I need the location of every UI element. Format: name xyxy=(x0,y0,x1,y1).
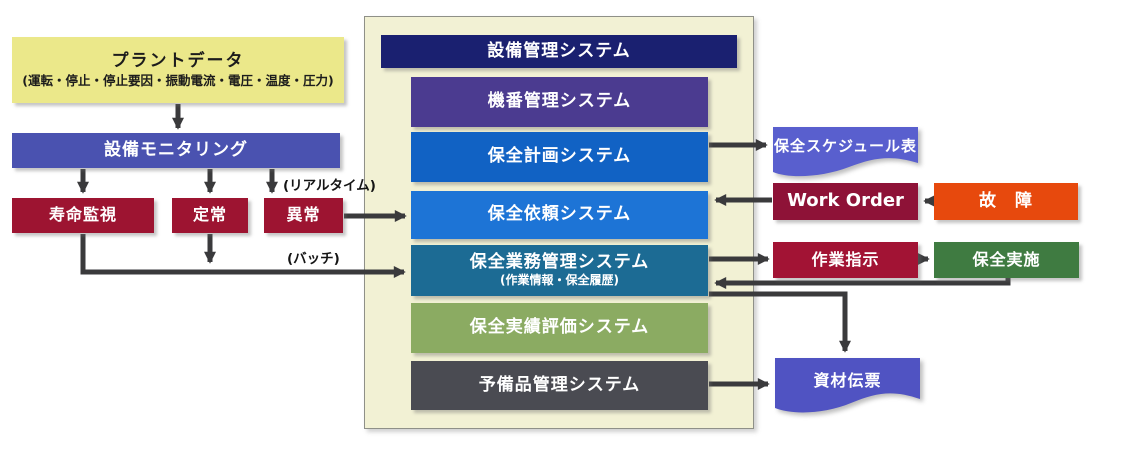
equipment-monitoring-label: 設備モニタリング xyxy=(104,139,248,160)
failure-label: 故 障 xyxy=(979,190,1033,211)
arrow-lifetime-batch-to-workmgmt xyxy=(80,234,406,278)
document-shape xyxy=(775,358,920,413)
work-instruction-label: 作業指示 xyxy=(811,249,880,269)
abnormal-label: 異常 xyxy=(286,205,321,225)
maintenance-schedule-doc: 保全スケジュール表 xyxy=(773,127,918,179)
maintenance-execution-label: 保全実施 xyxy=(972,249,1041,269)
plant-data-subtitle: (運転・停止・停止要因・振動電流・電圧・温度・圧力) xyxy=(22,73,334,89)
maintenance-result-eval-system-box: 保全実績評価システム xyxy=(411,303,708,353)
steady-state-box: 定常 xyxy=(172,198,248,233)
material-slip-doc: 資材伝票 xyxy=(775,358,920,415)
equipment-mgmt-system-header: 設備管理システム xyxy=(381,35,737,68)
lifetime-monitor-box: 寿命監視 xyxy=(12,198,154,233)
maintenance-plan-system-box: 保全計画システム xyxy=(411,132,708,182)
plant-data-title: プラントデータ xyxy=(111,50,245,71)
realtime-flow-label: (リアルタイム) xyxy=(283,178,376,194)
failure-box: 故 障 xyxy=(934,183,1078,220)
maintenance-schedule-label: 保全スケジュール表 xyxy=(774,136,917,155)
lifetime-monitor-label: 寿命監視 xyxy=(48,205,117,225)
work-order-box: Work Order xyxy=(773,183,918,220)
maintenance-plan-system-label: 保全計画システム xyxy=(487,146,632,167)
unit-number-mgmt-system-box: 機番管理システム xyxy=(411,77,708,127)
work-order-label: Work Order xyxy=(787,190,904,212)
plant-data-box: プラントデータ (運転・停止・停止要因・振動電流・電圧・温度・圧力) xyxy=(12,37,344,103)
arrow-execution-to-workmgmt xyxy=(714,277,1011,289)
maintenance-work-mgmt-system-label: 保全業務管理システム xyxy=(469,252,650,273)
spare-parts-mgmt-system-box: 予備品管理システム xyxy=(411,361,708,410)
maintenance-result-eval-system-label: 保全実績評価システム xyxy=(469,317,650,338)
maintenance-execution-box: 保全実施 xyxy=(934,242,1079,278)
work-instruction-box: 作業指示 xyxy=(773,242,918,278)
document-shape xyxy=(773,127,918,177)
arrow-workmgmt-to-material xyxy=(709,291,851,353)
equipment-monitoring-box: 設備モニタリング xyxy=(12,133,340,168)
batch-flow-label: (バッチ) xyxy=(287,251,340,267)
steady-state-label: 定常 xyxy=(192,205,227,225)
abnormal-box: 異常 xyxy=(264,198,343,233)
maintenance-request-system-label: 保全依頼システム xyxy=(487,204,632,225)
maintenance-work-mgmt-system-box: 保全業務管理システム (作業情報・保全履歴) xyxy=(411,245,708,296)
equipment-mgmt-system-label: 設備管理システム xyxy=(487,40,631,61)
material-slip-label: 資材伝票 xyxy=(813,371,882,390)
maintenance-work-mgmt-subtitle: (作業情報・保全履歴) xyxy=(500,272,619,287)
unit-number-mgmt-system-label: 機番管理システム xyxy=(487,91,632,112)
maintenance-request-system-box: 保全依頼システム xyxy=(411,191,708,239)
spare-parts-mgmt-system-label: 予備品管理システム xyxy=(478,374,641,395)
